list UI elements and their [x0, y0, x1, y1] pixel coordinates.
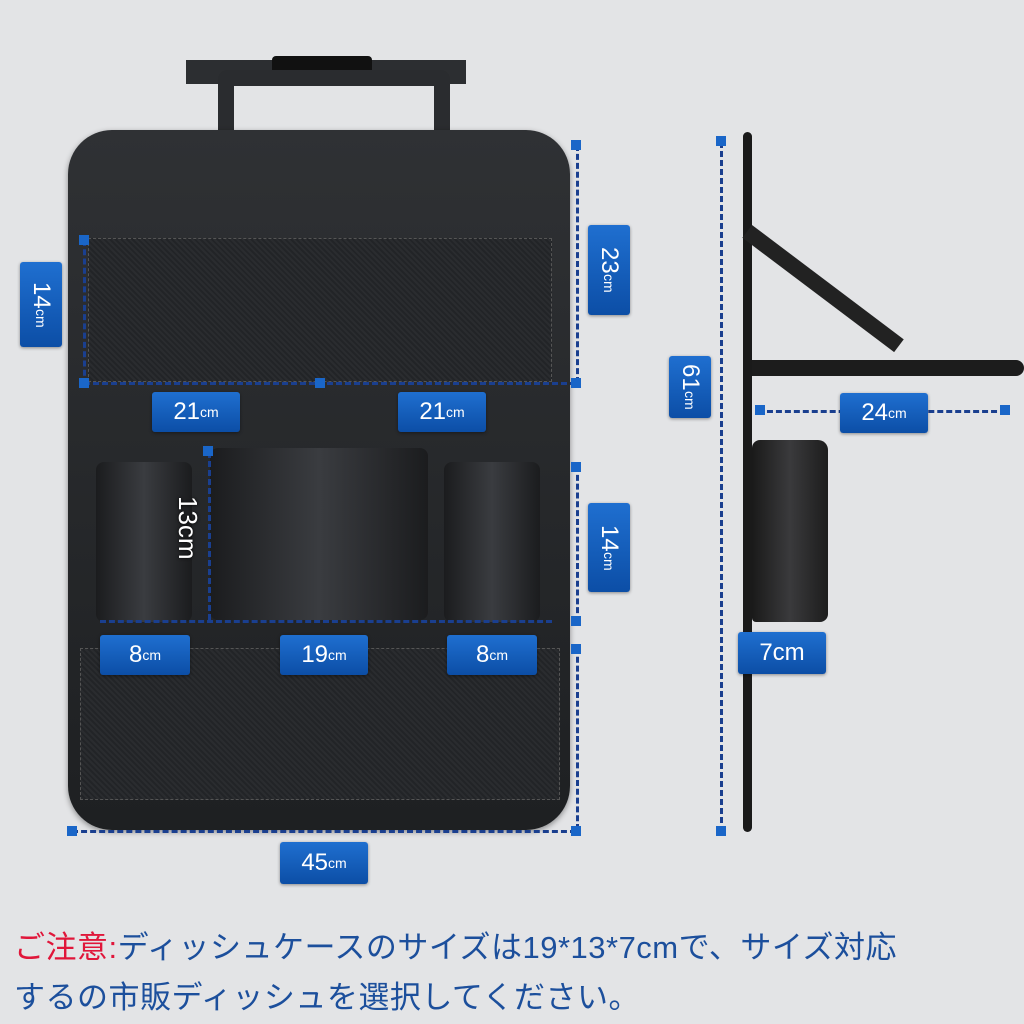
dim-marker [571, 616, 581, 626]
dim-line [83, 240, 86, 385]
tray [752, 360, 1024, 376]
dim-line [72, 830, 576, 833]
dim-line [100, 620, 552, 623]
tissue-box-side [752, 440, 828, 622]
dim-marker [1000, 405, 1010, 415]
note-line-2: するの市販ディッシュを選択してください。 [14, 980, 640, 1015]
tissue-box [210, 448, 428, 620]
dim-marker [571, 826, 581, 836]
right-cup-holder [444, 462, 540, 622]
organizer-side [743, 132, 752, 832]
dim-line [720, 142, 723, 832]
left-cup-holder [96, 462, 192, 622]
dim-line [208, 452, 211, 620]
note-line-1: ご注意:ディッシュケースのサイズは19*13*7cmで、サイズ対応 [14, 922, 897, 967]
dim-marker [716, 826, 726, 836]
dim-marker [571, 462, 581, 472]
dim-line [576, 648, 579, 830]
note-warning-label: ご注意: [14, 930, 118, 965]
dim-marker [571, 378, 581, 388]
dim-marker [716, 136, 726, 146]
dim-line [84, 382, 576, 385]
dim-marker [79, 378, 89, 388]
organizer-front [68, 130, 570, 830]
dim-marker [315, 378, 325, 388]
top-mesh-pocket [88, 238, 552, 382]
dim-marker [79, 235, 89, 245]
dim-marker [571, 644, 581, 654]
label-tissue-height: 13cm [173, 496, 203, 560]
dim-marker [755, 405, 765, 415]
dim-marker [571, 140, 581, 150]
tray-arm [742, 225, 904, 353]
dim-line [576, 145, 579, 383]
note-text: ディッシュケースのサイズは19*13*7cmで、サイズ対応 [117, 930, 897, 965]
dim-marker [203, 446, 213, 456]
dim-marker [67, 826, 77, 836]
dim-line [576, 466, 579, 622]
label-tissue-depth: 7cm [738, 632, 826, 674]
